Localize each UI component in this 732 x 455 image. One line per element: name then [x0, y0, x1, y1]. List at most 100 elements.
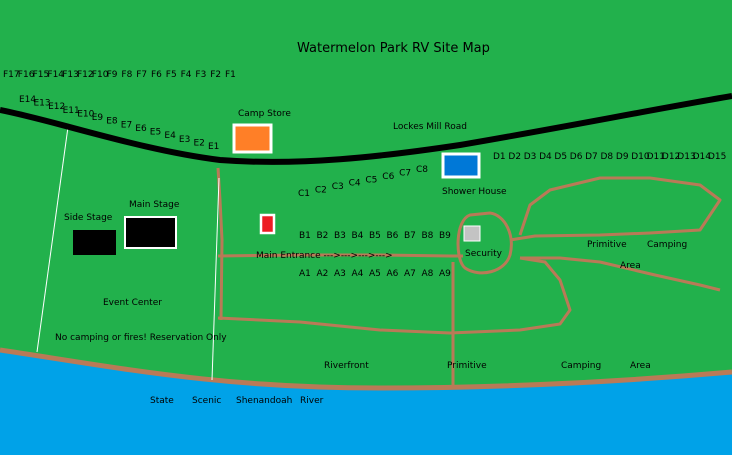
site-a7[interactable]: A7 [404, 269, 416, 279]
site-d6[interactable]: D6 [570, 152, 583, 162]
site-b6[interactable]: B6 [387, 231, 399, 241]
site-d12[interactable]: D12 [662, 152, 680, 162]
site-e1[interactable]: E1 [208, 142, 219, 152]
site-e13[interactable]: E13 [34, 99, 51, 109]
site-d5[interactable]: D5 [554, 152, 567, 162]
map-title: Watermelon Park RV Site Map [297, 41, 490, 56]
site-f3[interactable]: F3 [195, 70, 206, 80]
site-e9[interactable]: E9 [92, 113, 104, 123]
site-e8[interactable]: E8 [106, 117, 118, 127]
site-d4[interactable]: D4 [539, 152, 552, 162]
riverbank [0, 347, 732, 391]
site-f17[interactable]: F17 [3, 70, 20, 80]
site-f7[interactable]: F7 [136, 70, 147, 80]
site-a8[interactable]: A8 [422, 269, 434, 279]
shower-house-building[interactable] [441, 152, 481, 179]
site-e10[interactable]: E10 [77, 110, 94, 120]
riverfront-label: Riverfront [324, 361, 369, 371]
site-f16[interactable]: F16 [18, 70, 35, 80]
site-e11[interactable]: E11 [63, 106, 80, 116]
security-label: Security [465, 249, 503, 259]
trail-security-loop [456, 211, 513, 275]
site-a4[interactable]: A4 [352, 269, 364, 279]
site-c4[interactable]: C4 [349, 179, 361, 189]
site-f9[interactable]: F9 [107, 70, 118, 80]
site-c6[interactable]: C6 [382, 172, 394, 182]
site-d14[interactable]: D14 [693, 152, 712, 162]
trail-entrance-road [217, 253, 463, 258]
site-a2[interactable]: A2 [317, 269, 329, 279]
main-stage-building[interactable] [124, 216, 177, 249]
site-a1[interactable]: A1 [299, 269, 311, 279]
site-f8[interactable]: F8 [121, 70, 132, 80]
site-d9[interactable]: D9 [616, 152, 629, 162]
site-f12[interactable]: F12 [77, 70, 94, 80]
site-f6[interactable]: F6 [151, 70, 162, 80]
site-b8[interactable]: B8 [422, 231, 434, 241]
camp-store-label: Camp Store [238, 109, 291, 119]
security-building[interactable] [463, 225, 481, 242]
site-c7[interactable]: C7 [399, 168, 411, 178]
site-f5[interactable]: F5 [166, 70, 177, 80]
side-stage-building[interactable] [73, 230, 116, 255]
site-c1[interactable]: C1 [298, 189, 310, 199]
site-c8[interactable]: C8 [416, 165, 428, 175]
trail-primitive-loop [509, 176, 722, 242]
site-e3[interactable]: E3 [179, 135, 190, 145]
site-b2[interactable]: B2 [317, 231, 329, 241]
site-c3[interactable]: C3 [332, 182, 344, 192]
site-c2[interactable]: C2 [315, 186, 327, 196]
site-d11[interactable]: D11 [647, 152, 665, 162]
camping-bottom-label: Camping [561, 361, 601, 371]
site-f15[interactable]: F15 [33, 70, 50, 80]
river-label-state: State [150, 396, 174, 406]
camping-top-label: Camping [647, 240, 687, 250]
site-d2[interactable]: D2 [508, 152, 521, 162]
site-c5[interactable]: C5 [365, 175, 377, 185]
site-b1[interactable]: B1 [299, 231, 311, 241]
primitive-bottom-label: Primitive [447, 361, 487, 371]
site-b7[interactable]: B7 [404, 231, 416, 241]
site-d10[interactable]: D10 [631, 152, 650, 162]
area-top-label: Area [620, 261, 641, 271]
site-f1[interactable]: F1 [225, 70, 236, 80]
site-f14[interactable]: F14 [47, 70, 64, 80]
site-b3[interactable]: B3 [334, 231, 346, 241]
site-b9[interactable]: B9 [439, 231, 451, 241]
site-d8[interactable]: D8 [601, 152, 614, 162]
site-f13[interactable]: F13 [62, 70, 79, 80]
main-entrance-marker[interactable] [259, 213, 276, 235]
site-d1[interactable]: D1 [493, 152, 506, 162]
site-d3[interactable]: D3 [524, 152, 537, 162]
site-a9[interactable]: A9 [439, 269, 451, 279]
site-d7[interactable]: D7 [585, 152, 598, 162]
river-label-shenandoah: Shenandoah [236, 396, 292, 406]
site-f10[interactable]: F10 [92, 70, 109, 80]
river-label-river: River [300, 396, 324, 406]
site-e5[interactable]: E5 [150, 128, 161, 138]
site-f4[interactable]: F4 [181, 70, 192, 80]
no-camping-label: No camping or fires! Reservation Only [55, 333, 227, 343]
event-center-boundary-left [36, 126, 69, 353]
site-a5[interactable]: A5 [369, 269, 381, 279]
lockes-mill-road [0, 93, 732, 165]
main-entrance-label: Main Entrance --->--->--->---> [256, 251, 393, 261]
site-e7[interactable]: E7 [121, 120, 132, 130]
site-b5[interactable]: B5 [369, 231, 381, 241]
site-e14[interactable]: E14 [19, 95, 36, 105]
site-e6[interactable]: E6 [135, 124, 147, 134]
site-d13[interactable]: D13 [677, 152, 695, 162]
site-f2[interactable]: F2 [210, 70, 221, 80]
site-a6[interactable]: A6 [387, 269, 399, 279]
site-b4[interactable]: B4 [352, 231, 364, 241]
site-e12[interactable]: E12 [48, 102, 65, 112]
site-e2[interactable]: E2 [194, 138, 205, 148]
site-e4[interactable]: E4 [164, 131, 176, 141]
trail-primitive-south [520, 256, 721, 292]
camp-store-building[interactable] [232, 123, 273, 154]
river-label-scenic: Scenic [192, 396, 221, 406]
site-a3[interactable]: A3 [334, 269, 346, 279]
site-d15[interactable]: D15 [708, 152, 726, 162]
